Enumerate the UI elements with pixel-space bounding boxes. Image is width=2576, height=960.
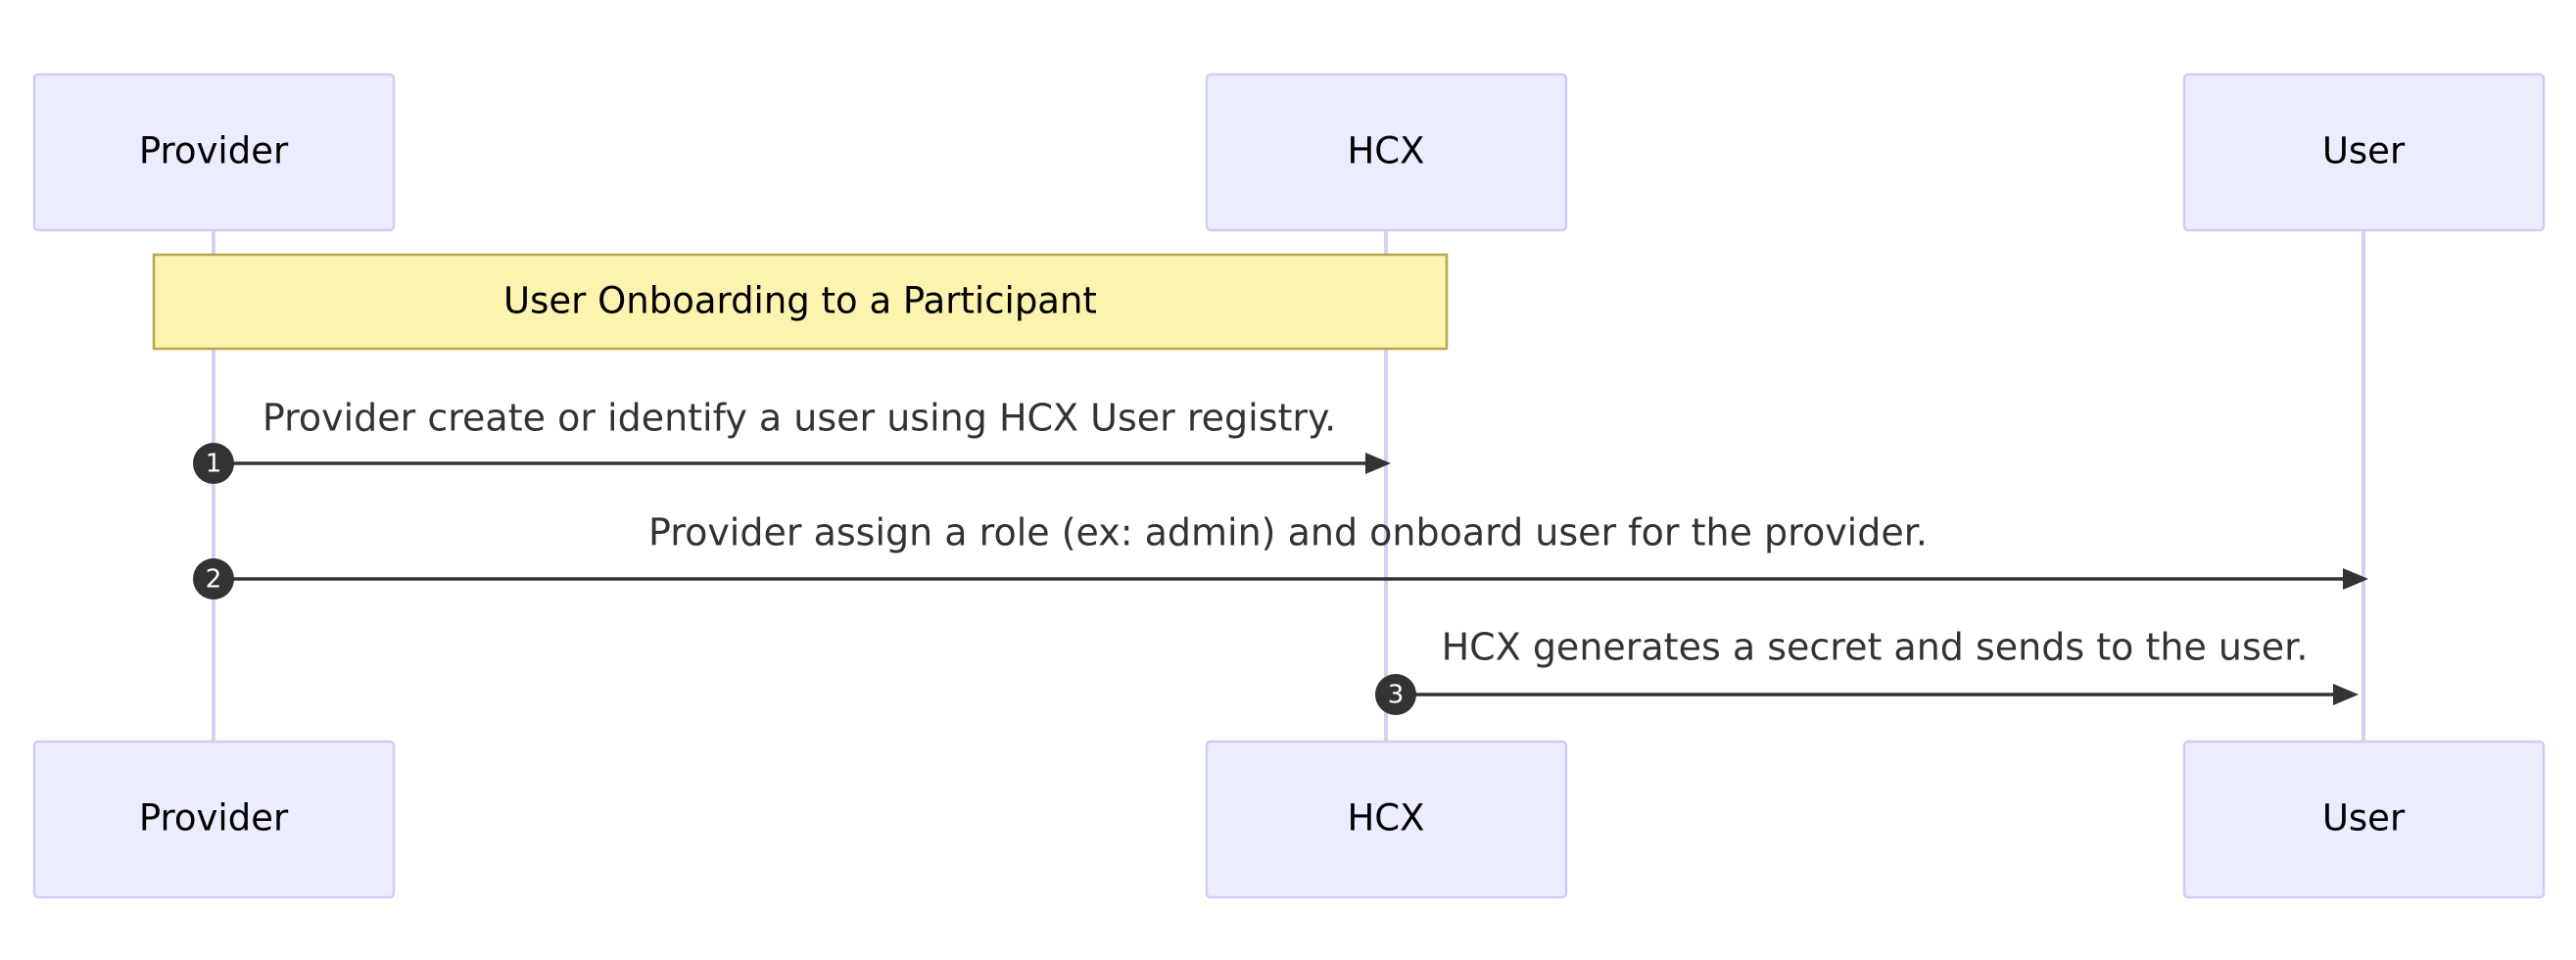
message-2: Provider assign a role (ex: admin) and o… — [193, 511, 2368, 600]
actor-hcx-bottom-label: HCX — [1347, 797, 1424, 840]
actor-user-top-label: User — [2322, 130, 2406, 172]
arrowhead-icon — [1365, 453, 1391, 474]
actor-hcx-bottom: HCX — [1205, 740, 1568, 899]
arrowhead-icon — [2333, 684, 2359, 705]
actor-user-bottom: User — [2182, 740, 2546, 899]
actor-provider-bottom: Provider — [32, 740, 396, 899]
sequence-number-badge — [193, 558, 234, 600]
note-text: User Onboarding to a Participant — [503, 280, 1097, 322]
sequence-number: 3 — [1388, 681, 1405, 710]
actor-user-top: User — [2182, 72, 2546, 232]
actor-provider-top: Provider — [32, 72, 396, 232]
actor-user-bottom-label: User — [2322, 797, 2406, 840]
message-1-label: Provider create or identify a user using… — [262, 397, 1336, 440]
sequence-number-badge — [193, 443, 234, 484]
sequence-number: 2 — [206, 565, 222, 595]
sequence-number: 1 — [206, 450, 222, 479]
message-2-label: Provider assign a role (ex: admin) and o… — [648, 511, 1928, 554]
actor-hcx-top-label: HCX — [1347, 130, 1424, 172]
arrowhead-icon — [2343, 568, 2368, 590]
actor-provider-bottom-label: Provider — [139, 797, 289, 840]
sequence-number-badge — [1375, 674, 1416, 715]
message-3: HCX generates a secret and sends to the … — [1375, 626, 2359, 715]
actor-provider-top-label: Provider — [139, 130, 289, 172]
actor-hcx-top: HCX — [1205, 72, 1568, 232]
message-3-label: HCX generates a secret and sends to the … — [1442, 626, 2309, 669]
message-1: Provider create or identify a user using… — [193, 397, 1391, 484]
note-user-onboarding: User Onboarding to a Participant — [152, 253, 1449, 351]
